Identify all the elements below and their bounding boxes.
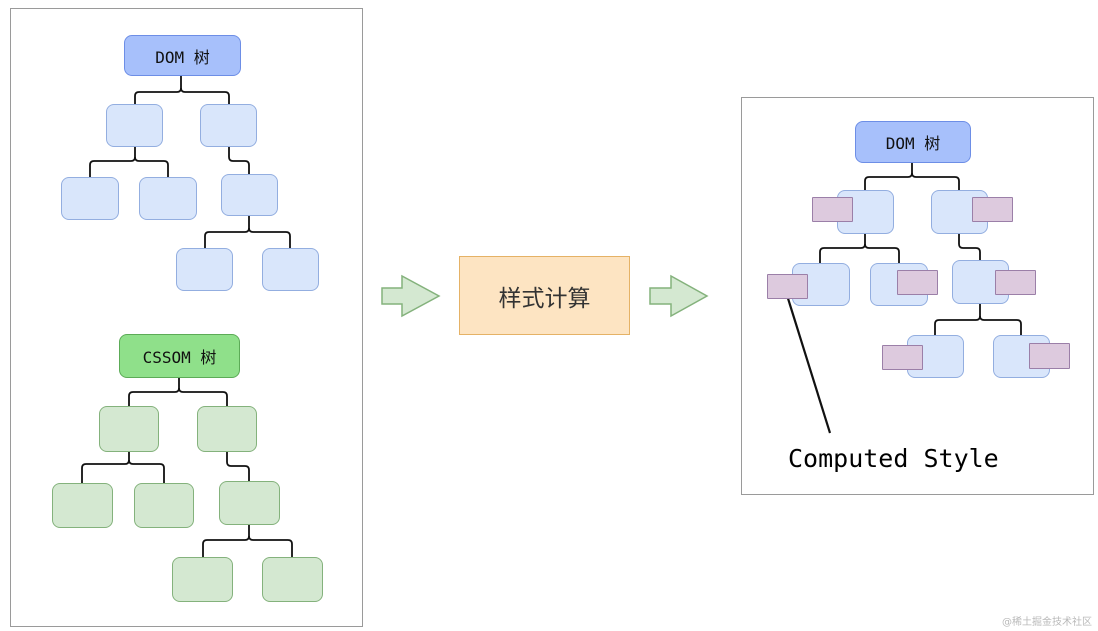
cssom-node: [99, 406, 159, 452]
computed-style-pointer: [784, 291, 832, 434]
cssom-tree-label: CSSOM 树: [142, 348, 217, 367]
cssom-node: [52, 483, 113, 528]
dom-edge: [89, 147, 136, 177]
dom-edge: [979, 315, 1022, 335]
dom-edge: [204, 216, 250, 248]
computed-style-box: [995, 270, 1036, 295]
cssom-edge: [81, 452, 130, 483]
arrow-right-icon: [381, 274, 441, 318]
dom-node: [262, 248, 319, 291]
dom-node: [952, 260, 1009, 304]
style-calculation-label: 样式计算: [498, 285, 591, 312]
dom-edge: [911, 172, 960, 190]
cssom-node: [172, 557, 233, 602]
computed-style-box: [972, 197, 1013, 222]
dom-node: [200, 104, 257, 147]
cssom-edge: [128, 459, 165, 483]
dom-node: [61, 177, 119, 220]
cssom-edge: [178, 387, 228, 406]
dom-edge: [228, 147, 250, 174]
dom-edge: [958, 234, 981, 260]
dom-tree-root: DOM 树: [124, 35, 241, 76]
dom-edge: [864, 163, 913, 190]
dom-node: [221, 174, 278, 216]
cssom-edge: [202, 525, 250, 557]
cssom-node: [134, 483, 194, 528]
dom-tree-root: DOM 树: [855, 121, 971, 163]
computed-style-box: [767, 274, 808, 299]
computed-style-box: [812, 197, 853, 222]
cssom-edge: [226, 452, 250, 481]
dom-node: [106, 104, 163, 147]
computed-style-box: [882, 345, 923, 370]
dom-edge: [134, 156, 169, 177]
dom-edge: [248, 227, 291, 248]
watermark: @稀土掘金技术社区: [1002, 617, 1092, 628]
cssom-edge: [128, 378, 180, 406]
dom-edge: [819, 234, 866, 263]
style-calculation-box: 样式计算: [459, 256, 630, 335]
dom-node: [139, 177, 197, 220]
dom-edge: [180, 87, 230, 104]
dom-edge: [134, 76, 182, 104]
cssom-tree-root: CSSOM 树: [119, 334, 240, 378]
computed-style-label: Computed Style: [788, 444, 999, 473]
cssom-edge: [248, 535, 293, 557]
dom-edge: [864, 243, 900, 263]
cssom-node: [262, 557, 323, 602]
computed-style-box: [1029, 343, 1070, 369]
cssom-node: [197, 406, 257, 452]
dom-tree-label: DOM 树: [155, 47, 210, 67]
dom-edge: [934, 304, 981, 335]
cssom-node: [219, 481, 280, 525]
arrow-right-icon: [649, 274, 709, 318]
computed-style-box: [897, 270, 938, 295]
dom-tree-label: DOM 树: [885, 134, 941, 153]
dom-node: [176, 248, 233, 291]
